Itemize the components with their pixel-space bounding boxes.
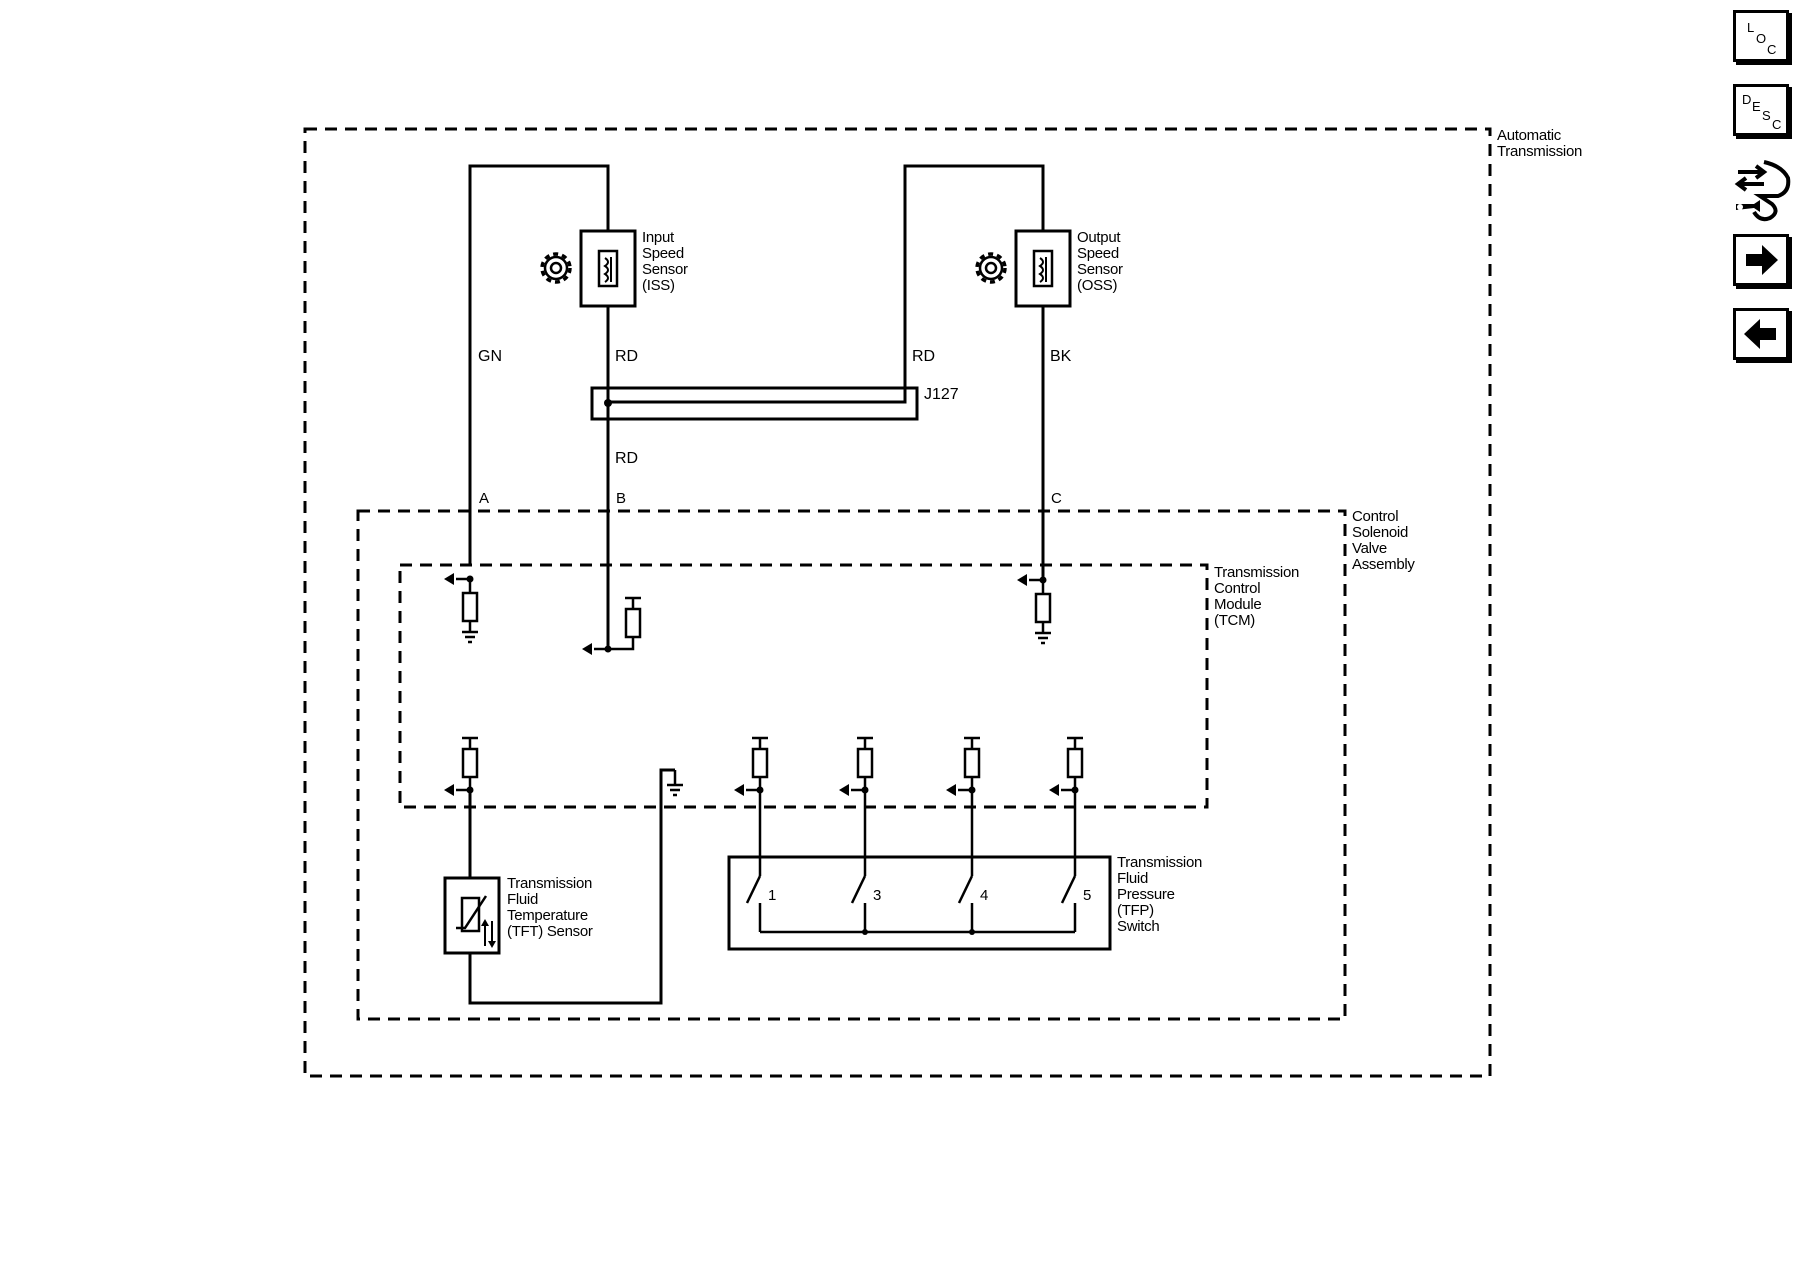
tfp-switch-number: 5 (1083, 887, 1091, 904)
pin-a: A (479, 490, 489, 507)
oss-label: Output Speed Sensor (OSS) (1077, 229, 1127, 294)
gear-icon (540, 252, 572, 284)
arrow-right-icon (1746, 245, 1778, 275)
tcm-input-c (1017, 574, 1052, 645)
pin-c: C (1051, 490, 1062, 507)
tfp-label: Transmission Fluid Pressure (TFP) Switch (1117, 854, 1206, 935)
tfp-inputs (734, 736, 1084, 876)
wire-gn (468, 164, 610, 565)
splice-point (604, 399, 612, 407)
control-solenoid-border (356, 509, 1347, 1021)
control-solenoid-label: Control Solenoid Valve Assembly (1352, 508, 1415, 573)
arrow-left-icon (1744, 319, 1776, 349)
pin-b: B (616, 490, 626, 507)
wire-label-bk: BK (1050, 348, 1072, 365)
wire-label-rd-iss: RD (615, 348, 638, 365)
wire-rd-oss (608, 164, 1045, 404)
connector-label: J127 (924, 386, 959, 403)
tft-sensor (443, 876, 501, 955)
iss-label: Input Speed Sensor (ISS) (642, 229, 692, 294)
desc-button[interactable]: D E S C (1733, 84, 1789, 136)
automatic-transmission-border (303, 127, 1492, 1078)
tfp-input-4 (946, 736, 981, 876)
tfp-switch-number: 3 (873, 887, 881, 904)
tcm-label: Transmission Control Module (TCM) (1214, 564, 1303, 629)
tcm-tft-input (444, 736, 479, 796)
automatic-transmission-label: Automatic Transmission (1497, 127, 1582, 160)
tfp-input-3 (839, 736, 874, 876)
tfp-switch-number: 4 (980, 887, 988, 904)
iss-coil (603, 257, 609, 283)
tft-label: Transmission Fluid Temperature (TFT) Sen… (507, 875, 596, 940)
desc-letter: C (1772, 117, 1782, 132)
wire-label-rd-lower: RD (615, 450, 638, 467)
previous-button[interactable] (1733, 308, 1789, 360)
tfp-input-1 (734, 736, 769, 876)
loc-button[interactable]: L O C (1733, 10, 1789, 62)
desc-letter: D (1742, 92, 1752, 107)
desc-letter: S (1762, 108, 1771, 123)
desc-letter: E (1752, 99, 1761, 114)
tcm-border (398, 563, 1209, 809)
tfp-switch-contacts (745, 875, 1077, 935)
ground-icon (667, 770, 683, 797)
wire-label-gn: GN (478, 348, 502, 365)
tfp-switch-box (727, 855, 1112, 951)
tcm-input-a (444, 573, 479, 644)
tfp-input-5 (1049, 736, 1084, 876)
wire-label-rd-oss: RD (912, 348, 935, 365)
tool-icon[interactable] (1730, 158, 1792, 224)
splice-j127 (590, 386, 919, 421)
ground-icon (462, 630, 478, 644)
tcm-input-b (582, 596, 642, 655)
loc-letter: C (1767, 42, 1777, 57)
tfp-switch-number: 1 (768, 887, 776, 904)
loc-letter: L (1747, 20, 1755, 35)
oss-coil (1038, 257, 1044, 283)
next-button[interactable] (1733, 234, 1789, 286)
ground-icon (1035, 631, 1051, 645)
gear-icon (975, 252, 1007, 284)
loc-letter: O (1756, 31, 1767, 46)
